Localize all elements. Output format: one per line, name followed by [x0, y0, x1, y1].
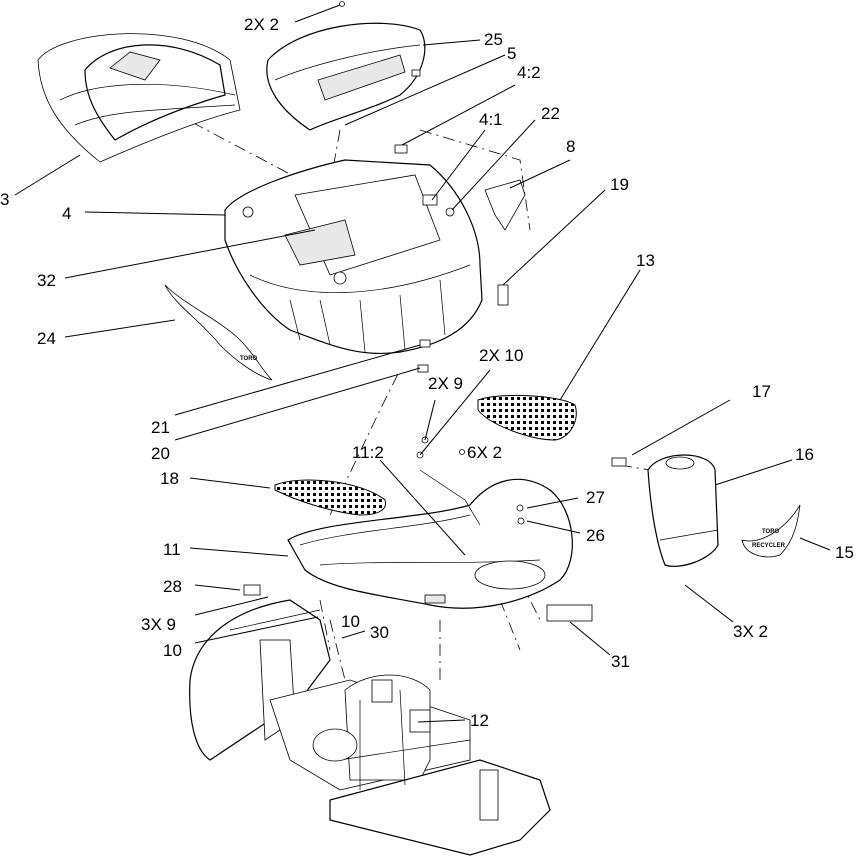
label-3x2: 3X 2	[733, 622, 768, 641]
label-30: 30	[370, 623, 389, 642]
hood-small-parts	[394, 144, 526, 373]
decal-part-28	[243, 584, 261, 596]
top-cover-part-25	[266, 22, 426, 131]
leader-lines	[14, 4, 831, 723]
decal-part-19	[497, 284, 509, 306]
label-18: 18	[160, 469, 179, 488]
toro-decal-text-b: TORO	[762, 529, 780, 535]
recycler-decal-text: RECYCLER	[752, 543, 786, 549]
nut-part-27	[516, 504, 524, 512]
recycler-plate-part-15: TORO RECYCLER	[741, 504, 801, 558]
label-3: 3	[0, 190, 9, 209]
chassis-frame-part-12	[189, 599, 551, 856]
label-6x2: 6X 2	[467, 443, 502, 462]
label-16: 16	[795, 445, 814, 464]
callout-labels: 2X 2 25 5 4:2 4:1 22 8 19 3 4 32 24 13 2…	[0, 15, 854, 730]
label-15: 15	[835, 543, 854, 562]
label-11-2: 11:2	[352, 443, 384, 462]
label-22: 22	[541, 104, 560, 123]
label-27: 27	[586, 488, 605, 507]
label-24: 24	[37, 329, 56, 348]
floor-mat-part-13	[477, 394, 577, 441]
decal-part-17	[611, 457, 627, 467]
washer-part-26	[517, 517, 525, 525]
label-11: 11	[163, 540, 181, 559]
label-28: 28	[163, 577, 182, 596]
label-2x10: 2X 10	[479, 346, 523, 365]
bracket-part-8	[484, 179, 526, 231]
screw-top	[339, 1, 345, 7]
label-32: 32	[37, 271, 56, 290]
label-31: 31	[611, 652, 630, 671]
label-13: 13	[636, 251, 655, 270]
chute-part-16	[611, 454, 719, 567]
side-decal-part-24: TORO	[164, 284, 273, 381]
label-10-left: 10	[163, 641, 182, 660]
label-4-1: 4:1	[479, 110, 503, 129]
decal-part-4-1	[422, 194, 438, 206]
label-19: 19	[610, 175, 629, 194]
label-3x9: 3X 9	[141, 615, 176, 634]
floor-mat-part-18	[274, 479, 387, 516]
label-4: 4	[62, 204, 71, 223]
screw-part-2	[459, 449, 465, 455]
label-12: 12	[470, 711, 489, 730]
label-5: 5	[507, 44, 516, 63]
label-8: 8	[566, 137, 575, 156]
toro-decal-text-a: TORO	[240, 356, 258, 362]
label-10-right: 10	[341, 612, 360, 631]
seat-cover-part-3	[37, 33, 241, 163]
decal-part-31	[546, 604, 593, 622]
decal-part-21	[419, 339, 431, 348]
label-20: 20	[151, 444, 170, 463]
label-2x9: 2X 9	[428, 374, 463, 393]
label-26: 26	[586, 526, 605, 545]
label-2x2-top: 2X 2	[244, 15, 279, 34]
label-21: 21	[151, 418, 170, 437]
small-decals-bottom	[243, 584, 593, 622]
hood-body-part-4	[224, 159, 483, 355]
decal-part-4-2	[394, 144, 408, 154]
label-4-2: 4:2	[517, 63, 541, 82]
label-25: 25	[484, 30, 503, 49]
label-17: 17	[752, 382, 771, 401]
